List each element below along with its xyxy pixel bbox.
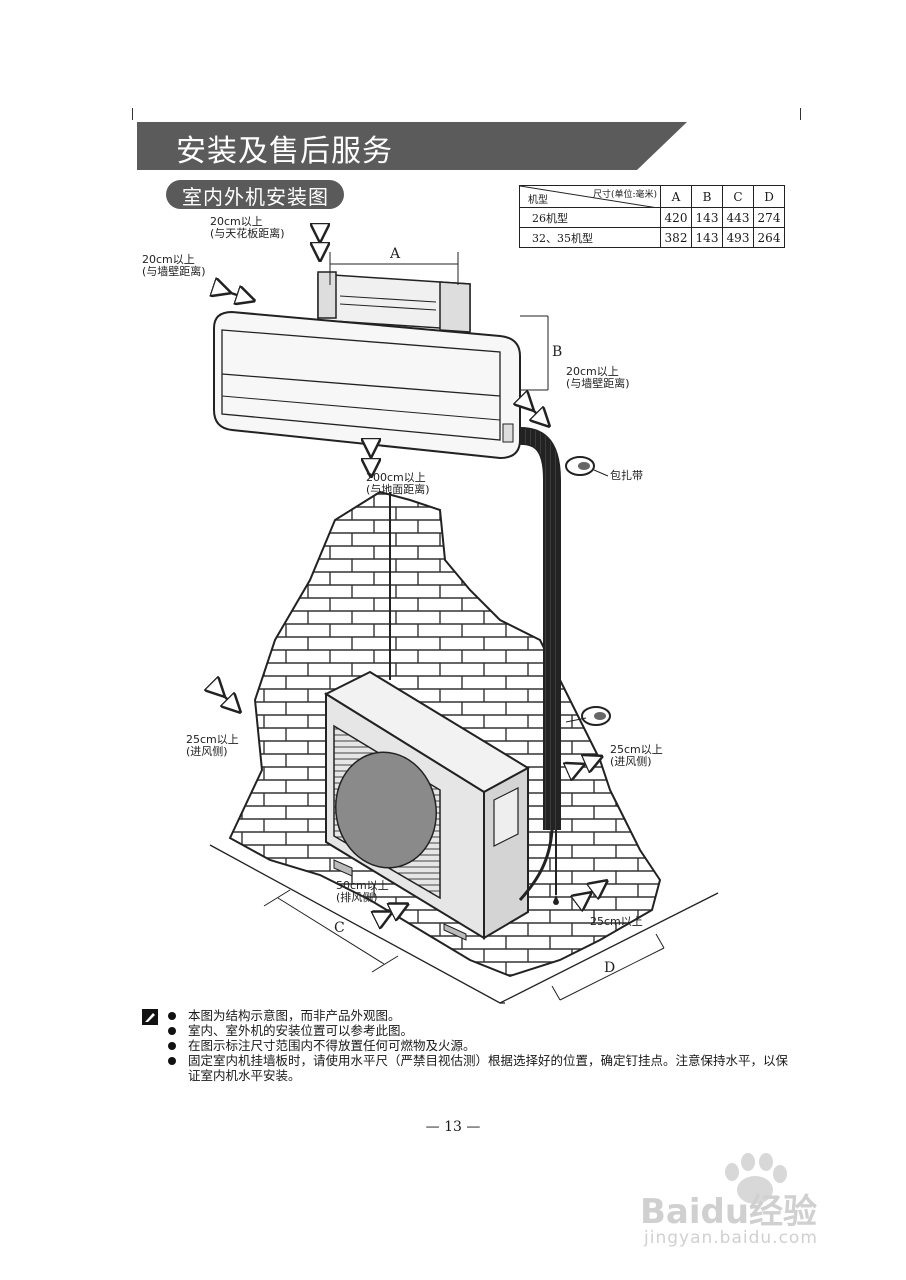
subsection-pill — [166, 180, 344, 209]
dimension-letter-d: D — [604, 960, 616, 976]
crop-mark-right — [800, 108, 801, 120]
row-value: 143 — [691, 227, 723, 248]
row-value: 264 — [753, 227, 785, 248]
mounting-plate — [317, 271, 471, 333]
baidu-watermark: Baidu经验 jingyan.baidu.com — [640, 1150, 870, 1255]
watermark-brand: Baidu经验 — [640, 1192, 818, 1232]
label-wall-right: 20cm以上(与墙壁距离) — [566, 365, 630, 390]
notes-section: 本图为结构示意图，而非产品外观图。 室内、室外机的安装位置可以参考此图。 在图示… — [142, 1008, 788, 1083]
label-wall-left: 20cm以上(与墙壁距离) — [142, 253, 206, 278]
table-row: 32、35机型 382 143 493 264 — [519, 227, 785, 248]
table-corner-header: 尺寸(单位:毫米) 机型 — [519, 185, 661, 208]
row-value: 443 — [722, 207, 754, 228]
label-rear: 25cm以上 — [590, 915, 643, 928]
crop-mark-left — [132, 108, 133, 120]
note-item: 室内、室外机的安装位置可以参考此图。 — [166, 1023, 788, 1038]
tape-roll-lower — [565, 706, 611, 726]
label-tape: 包扎带 — [610, 469, 643, 482]
note-pencil-icon — [142, 1009, 158, 1025]
label-ceiling: 20cm以上(与天花板距离) — [210, 215, 285, 240]
label-exhaust: 50cm以上(排风侧) — [336, 879, 389, 904]
label-intake-left: 25cm以上(进风侧) — [186, 733, 239, 758]
dimension-table: 尺寸(单位:毫米) 机型 A B C D 26机型 420 143 443 27… — [519, 185, 785, 248]
paw-logo-icon — [725, 1153, 787, 1204]
floor-outline — [209, 844, 719, 1004]
label-floor: 200cm以上(与地面距离) — [366, 471, 430, 496]
dimension-letter-b: B — [552, 344, 563, 360]
dimension-letter-c: C — [334, 920, 345, 936]
subsection-title: 室内外机安装图 — [182, 185, 329, 209]
label-intake-right: 25cm以上(进风侧) — [610, 743, 663, 768]
indoor-unit — [213, 310, 521, 460]
watermark-url: jingyan.baidu.com — [644, 1228, 818, 1248]
note-item: 本图为结构示意图，而非产品外观图。 — [166, 1008, 788, 1023]
clearance-arrows — [218, 233, 600, 916]
row-value: 382 — [660, 227, 692, 248]
row-value: 493 — [722, 227, 754, 248]
row-model: 32、35机型 — [519, 227, 661, 248]
dimension-lines — [263, 252, 665, 1001]
row-value: 274 — [753, 207, 785, 228]
section-banner — [137, 122, 687, 170]
corner-header-top: 尺寸(单位:毫米) — [592, 190, 657, 200]
outdoor-unit — [323, 670, 531, 941]
corner-header-bottom: 机型 — [528, 195, 548, 206]
row-value: 420 — [660, 207, 692, 228]
dimension-letter-a: A — [390, 246, 401, 262]
installation-diagram — [0, 0, 719, 1004]
note-item: 在图示标注尺寸范围内不得放置任何可燃物及火源。 — [166, 1038, 788, 1053]
tape-roll-upper — [565, 456, 609, 477]
section-title: 安装及售后服务 — [176, 134, 393, 169]
page-number: — 13 — — [425, 1119, 481, 1135]
note-item: 固定室内机挂墙板时，请使用水平尺（严禁目视估测）根据选择好的位置，确定钉挂点。注… — [166, 1053, 788, 1083]
